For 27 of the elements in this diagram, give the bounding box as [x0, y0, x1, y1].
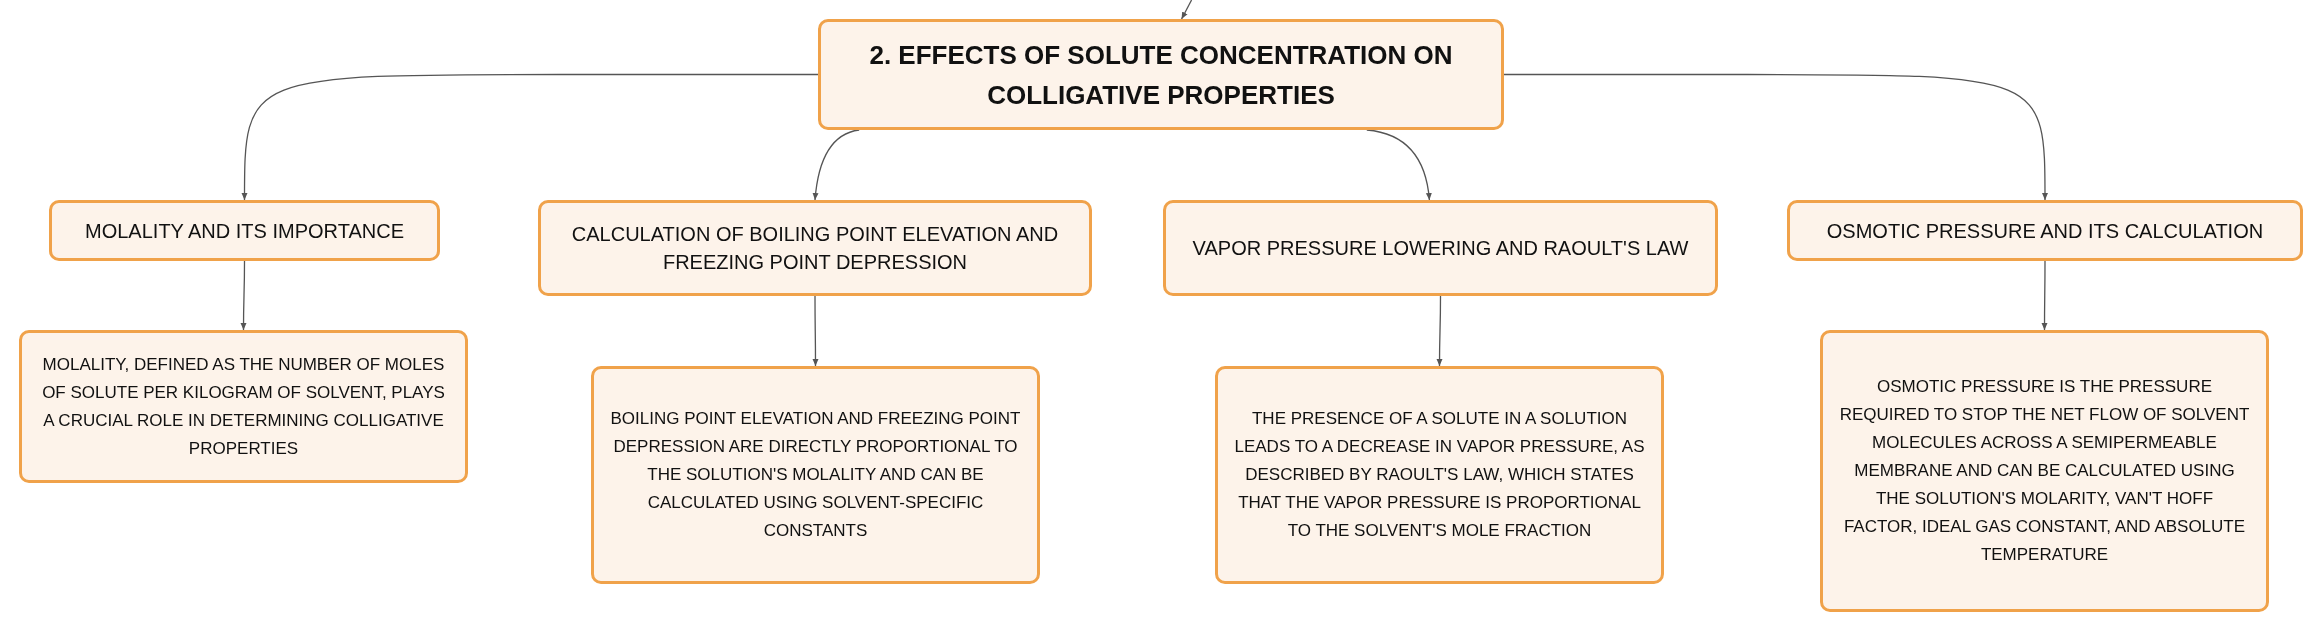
subtopic-box: [538, 200, 1092, 296]
subtopic-box: [49, 200, 440, 261]
connector-arrow: [241, 73, 819, 201]
description-text: THE PRESENCE OF A SOLUTE IN A SOLUTION LEADS TO A DECREASE IN VAPOR PRESSURE, AS DESCRIBED BY RAOULT'S LAW, WHICH STATES THAT THE VAPOR PRESSURE IS PROPORTIONAL TO THE SOLVENT'S MOLE FRACTION: [1233, 408, 1646, 542]
topic-box: [818, 19, 1504, 130]
connector-arrow: [1180, 0, 1193, 20]
subtopic-box: [1163, 200, 1718, 296]
description-text: MOLALITY, DEFINED AS THE NUMBER OF MOLES OF SOLUTE PER KILOGRAM OF SOLVENT, PLAYS A CRUCIAL ROLE IN DETERMINING COLLIGATIVE PROPERTIES: [41, 353, 446, 460]
connector-arrow: [812, 295, 819, 367]
connector-arrow: [812, 129, 860, 201]
connector-arrow: [240, 260, 247, 331]
detail-box: [591, 366, 1040, 584]
subtopic-title: OSMOTIC PRESSURE AND ITS CALCULATION: [1826, 218, 2264, 244]
description-text: BOILING POINT ELEVATION AND FREEZING POINT DEPRESSION ARE DIRECTLY PROPORTIONAL TO THE SOLUTION'S MOLALITY AND CAN BE CALCULATED USING SOLVENT-SPECIFIC CONSTANTS: [609, 408, 1022, 542]
detail-box: [19, 330, 468, 483]
subtopic-title: VAPOR PRESSURE LOWERING AND RAOULT'S LAW: [1192, 236, 1689, 261]
topic-title: 2. EFFECTS OF SOLUTE CONCENTRATION ON COLLIGATIVE PROPERTIES: [868, 38, 1454, 112]
connector-arrow: [1503, 73, 2048, 201]
connector-arrow: [1366, 129, 1432, 201]
detail-box: [1820, 330, 2269, 612]
subtopic-box: [1787, 200, 2303, 261]
description-text: OSMOTIC PRESSURE IS THE PRESSURE REQUIRED TO STOP THE NET FLOW OF SOLVENT MOLECULES ACROSS A SEMIPERMEABLE MEMBRANE AND CAN BE CALCULATED USING THE SOLUTION'S MOLARITY, VAN'T HOFF FACTOR, IDEAL GAS CONSTANT, AND ABSOLUTE TEMPERATURE: [1838, 376, 2251, 566]
subtopic-title: MOLALITY AND ITS IMPORTANCE: [85, 218, 404, 244]
subtopic-title: CALCULATION OF BOILING POINT ELEVATION AND FREEZING POINT DEPRESSION: [570, 222, 1060, 275]
detail-box: [1215, 366, 1664, 584]
connector-arrow: [1436, 295, 1443, 367]
connector-arrow: [2041, 260, 2048, 331]
